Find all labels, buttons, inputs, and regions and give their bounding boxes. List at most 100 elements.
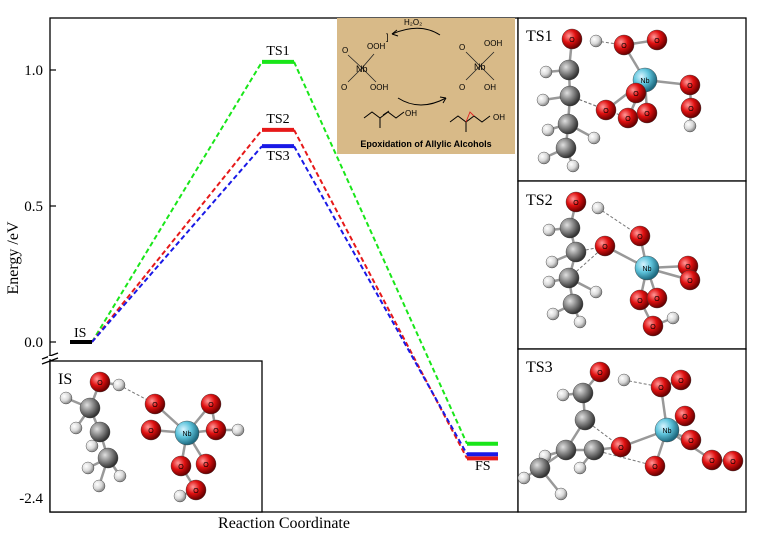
atom-h <box>666 311 680 325</box>
atom-c <box>79 397 101 419</box>
atom-label: O <box>637 298 643 305</box>
svg-text:Nb: Nb <box>356 64 368 74</box>
atom-o <box>636 102 658 124</box>
svg-text:OH: OH <box>493 113 505 122</box>
atom-o <box>644 455 666 477</box>
ts3-panel-label: TS3 <box>526 359 553 376</box>
atom-label: O <box>152 402 158 409</box>
atom-label: O <box>678 378 684 385</box>
svg-text:O: O <box>459 83 465 92</box>
atom-o <box>642 315 664 337</box>
series-ts2 <box>91 127 498 461</box>
atom-c <box>558 59 580 81</box>
atom-h <box>92 479 106 493</box>
atom-label: O <box>633 91 639 98</box>
atom-o <box>629 225 651 247</box>
atom-h <box>589 285 603 299</box>
atom-o <box>646 29 668 51</box>
right-nb-complex: Nb O OOH O OH <box>459 39 502 92</box>
atom-o <box>722 450 744 472</box>
svg-text:OOH: OOH <box>370 83 388 92</box>
atom-label: O <box>658 385 664 392</box>
atom-c <box>572 382 594 404</box>
atom-h <box>683 119 697 133</box>
atom-h <box>113 469 127 483</box>
atom-nb <box>174 420 200 446</box>
series-ts1-fall <box>293 61 468 445</box>
atom-c <box>562 293 584 315</box>
atom-label: O <box>178 464 184 471</box>
atom-o <box>625 82 647 104</box>
atom-label: O <box>730 459 736 466</box>
atom-o <box>595 99 617 121</box>
atom-h <box>591 201 605 215</box>
svg-text:O: O <box>341 83 347 92</box>
atom-h <box>69 421 83 435</box>
atom-h <box>81 461 95 475</box>
atom-label: O <box>682 414 688 421</box>
atom-label: O <box>688 106 694 113</box>
atom-nb <box>654 417 680 443</box>
atom-h <box>542 275 556 289</box>
atom-h <box>587 131 601 145</box>
svg-text:OH: OH <box>405 109 417 118</box>
series-ts3-rise <box>91 145 263 343</box>
atom-c <box>583 439 605 461</box>
atom-o <box>679 269 701 291</box>
x-axis-title: Reaction Coordinate <box>218 515 350 532</box>
atom-h <box>556 388 570 402</box>
atom-o <box>170 455 192 477</box>
atom-label: O <box>569 37 575 44</box>
series-ts1-rise <box>91 61 263 343</box>
svg-text:O: O <box>459 43 465 52</box>
energy-profile-series <box>70 59 498 461</box>
atom-o <box>646 287 668 309</box>
atom-label: O <box>97 380 103 387</box>
inset-caption: Epoxidation of Allylic Alcohols <box>360 139 491 149</box>
atom-o <box>650 376 672 398</box>
atom-o <box>200 393 222 415</box>
atom-h <box>173 489 187 503</box>
atom-h <box>539 65 553 79</box>
atom-o <box>670 369 692 391</box>
series-ts2-fall <box>293 129 468 459</box>
series-ts1 <box>91 59 498 446</box>
atom-o <box>610 436 632 458</box>
atom-label: O <box>573 200 579 207</box>
atom-c <box>559 85 581 107</box>
atom-label: O <box>618 445 624 452</box>
upper-cycle-arrow <box>391 27 441 36</box>
atom-c <box>557 113 579 135</box>
atom-label: Nb <box>643 266 652 273</box>
series-ts3-fall <box>293 145 468 455</box>
svg-text:O: O <box>342 46 348 55</box>
atom-label: O <box>654 296 660 303</box>
atom-label: O <box>709 458 715 465</box>
atom-h <box>59 391 73 405</box>
fs-state-label: FS <box>475 459 491 474</box>
atom-h <box>542 223 556 237</box>
atom-h <box>85 439 99 453</box>
atom-h <box>231 423 245 437</box>
atom-label: O <box>602 244 608 251</box>
atom-o <box>89 371 111 393</box>
series-ts2-rise <box>91 129 263 343</box>
y-axis-title: Energy /eV <box>5 221 22 294</box>
reaction-scheme-inset: H₂O₂ Nb O OOH O OOH ] Nb O OOH O OH <box>337 18 515 154</box>
atom-label: O <box>687 83 693 90</box>
atom-o <box>195 453 217 475</box>
atom-h <box>112 378 126 392</box>
atom-o <box>680 429 702 451</box>
svg-text:OOH: OOH <box>484 39 502 48</box>
atom-o <box>679 74 701 96</box>
atom-h <box>617 373 631 387</box>
atom-h <box>541 123 555 137</box>
